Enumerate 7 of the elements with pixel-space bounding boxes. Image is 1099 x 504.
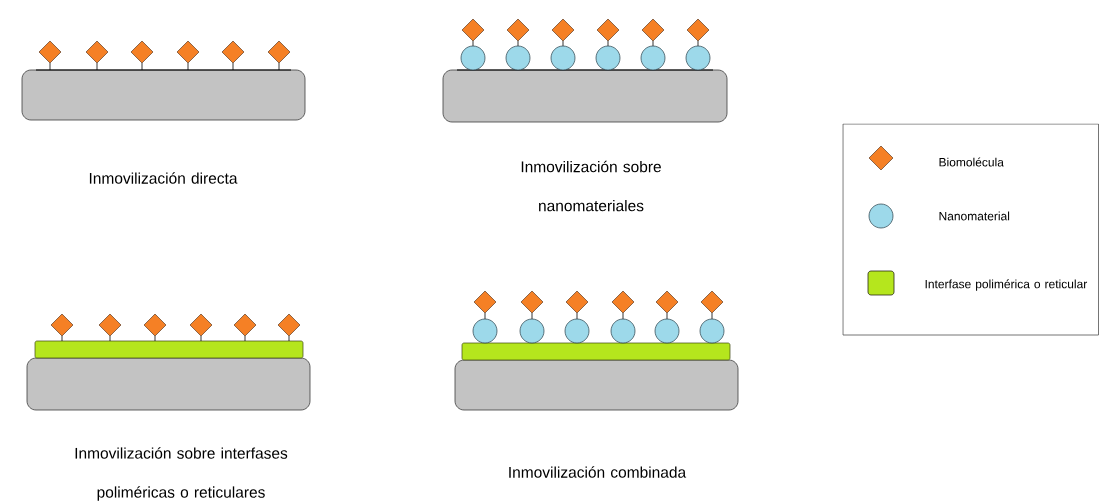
legend-label: Biomolécula: [939, 157, 1004, 167]
caption: Inmovilización sobre interfases poliméricas o reticulares: [75, 447, 288, 501]
legend-label: Nanomaterial: [939, 211, 1010, 221]
legend-label: Interfase polimérica o reticular: [925, 279, 1088, 291]
caption: Inmovilización directa: [89, 172, 238, 184]
caption: Inmovilización combinada: [509, 466, 687, 478]
caption: Inmovilización sobre nanomateriales: [521, 160, 661, 212]
